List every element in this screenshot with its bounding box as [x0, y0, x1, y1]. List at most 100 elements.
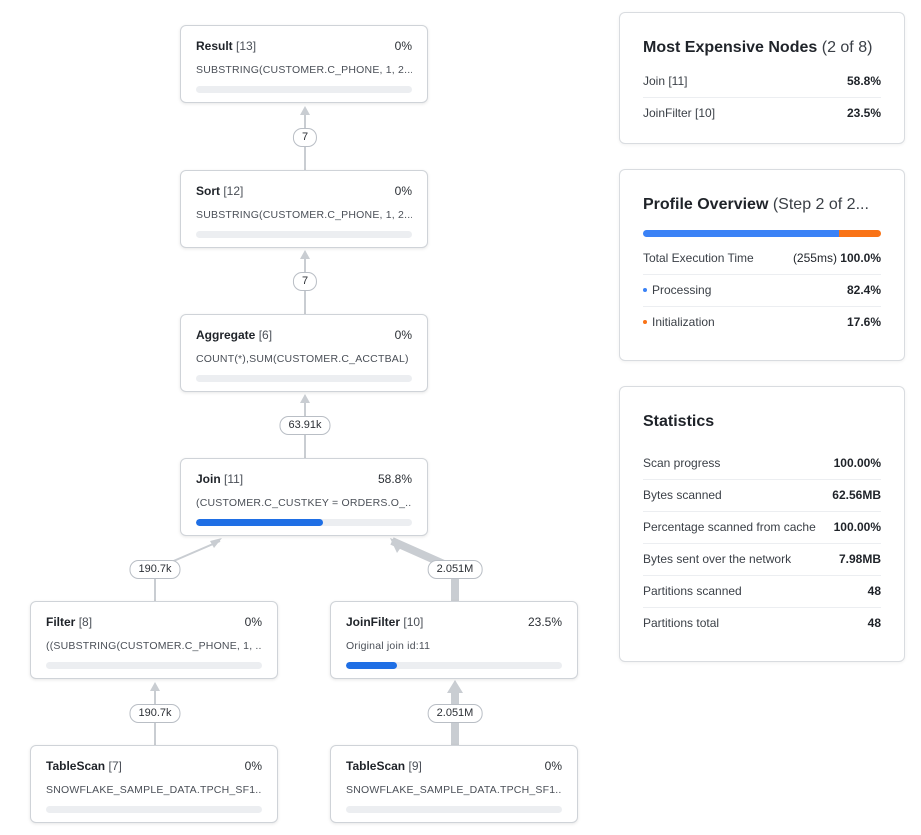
row-label: Bytes sent over the network [643, 552, 792, 566]
node-progress-bar [196, 519, 412, 526]
expensive-node-row[interactable]: Join [11] 58.8% [643, 65, 881, 98]
node-percent: 0% [394, 328, 412, 342]
arrow-head [447, 680, 463, 693]
row-label: Partitions total [643, 616, 720, 630]
node-description: SNOWFLAKE_SAMPLE_DATA.TPCH_SF1... [46, 784, 262, 796]
node-tablescan-7[interactable]: TableScan [7] 0% SNOWFLAKE_SAMPLE_DATA.TP… [30, 745, 278, 823]
node-joinfilter[interactable]: JoinFilter [10]23.5% Original join id:11 [330, 601, 578, 679]
node-description: SUBSTRING(CUSTOMER.C_PHONE, 1, 2... [196, 209, 412, 221]
processing-row: Processing 82.4% [643, 274, 881, 307]
row-value: 48 [867, 616, 881, 630]
node-percent: 0% [244, 759, 262, 773]
node-name: Result [196, 39, 233, 53]
node-sort[interactable]: Sort [12] 0% SUBSTRING(CUSTOMER.C_PHONE, … [180, 170, 428, 248]
node-description: COUNT(*),SUM(CUSTOMER.C_ACCTBAL) [196, 353, 409, 365]
node-name: TableScan [46, 759, 106, 773]
row-label: Initialization [652, 315, 715, 329]
row-label: Partitions scanned [643, 584, 742, 598]
arrow-head [300, 106, 310, 115]
node-tablescan-9[interactable]: TableScan [9] 0% SNOWFLAKE_SAMPLE_DATA.TP… [330, 745, 578, 823]
node-name: Join [196, 472, 221, 486]
statistic-row: Partitions total 48 [643, 607, 881, 639]
panel-title: Most Expensive Nodes (2 of 8) [643, 39, 872, 57]
node-aggregate[interactable]: Aggregate [6]0% COUNT(*),SUM(CUSTOMER.C_… [180, 314, 428, 392]
node-percent: 0% [244, 615, 262, 629]
initialization-legend-dot [643, 319, 647, 324]
statistic-row: Partitions scanned 48 [643, 575, 881, 608]
node-id: [7] [108, 759, 122, 773]
node-name: Aggregate [196, 328, 256, 342]
node-id: [11] [224, 472, 244, 486]
most-expensive-nodes-panel: Most Expensive Nodes (2 of 8) Join [11] 5… [619, 12, 905, 144]
row-value: 58.8% [846, 74, 881, 88]
node-description: SNOWFLAKE_SAMPLE_DATA.TPCH_SF1... [346, 784, 562, 796]
node-percent: 0% [544, 759, 562, 773]
arrow-head [300, 394, 310, 403]
row-value: 100.00% [833, 520, 881, 534]
execution-time-bar [643, 230, 881, 237]
processing-legend-dot [643, 287, 647, 292]
node-name: JoinFilter [346, 615, 401, 629]
panel-title: Statistics [643, 413, 714, 431]
node-progress-bar [46, 806, 262, 813]
node-id: [9] [408, 759, 422, 773]
node-id: [13] [236, 39, 257, 53]
statistic-row: Percentage scanned from cache 100.00% [643, 511, 881, 544]
row-value: 7.98MB [838, 552, 881, 566]
row-value: 17.6% [846, 315, 881, 329]
arrow-head [300, 250, 310, 259]
row-value: 82.4% [846, 283, 881, 297]
edge-rows-label: 2.051M [427, 704, 483, 723]
node-progress-bar [196, 231, 412, 238]
row-label: Percentage scanned from cache [643, 520, 816, 534]
arrow-head [150, 682, 160, 691]
node-result[interactable]: Result [13]0% SUBSTRING(CUSTOMER.C_PHONE… [180, 25, 428, 103]
arrow-head [390, 538, 404, 553]
node-percent: 0% [394, 39, 412, 53]
node-id: [8] [78, 615, 93, 629]
edge-rows-label: 190.7k [129, 704, 181, 723]
initialization-segment [839, 230, 881, 237]
node-progress-fill [346, 662, 397, 669]
node-progress-bar [196, 86, 412, 93]
node-percent: 0% [394, 184, 412, 198]
node-progress-bar [196, 375, 412, 382]
arrow-head [210, 538, 222, 548]
query-profile-graph: Result [13] 0% SUBSTRING(CUSTOMER.C_PHONE… [30, 25, 578, 823]
edge-rows-label: 63.91k [279, 416, 331, 435]
panel-title-text: Profile Overview [643, 196, 769, 213]
node-description: ((SUBSTRING(CUSTOMER.C_PHONE, 1, ... [46, 640, 262, 652]
expensive-node-row[interactable]: JoinFilter [10]23.5% [643, 97, 881, 129]
edge-rows-label: 7 [292, 272, 318, 291]
node-name: Sort [196, 184, 220, 198]
panel-subtitle: (2 of 8) [821, 39, 873, 56]
row-value: 100.0% [840, 251, 881, 265]
row-label: JoinFilter [10] [643, 106, 716, 120]
panel-subtitle: (Step 2 of 2... [772, 196, 869, 213]
row-value: 62.56MB [832, 488, 881, 502]
node-description: (CUSTOMER.C_CUSTKEY = ORDERS.O_... [196, 497, 412, 509]
node-id: [12] [223, 184, 244, 198]
row-label: Processing [652, 283, 712, 297]
panel-title: Profile Overview (Step 2 of 2... [643, 196, 869, 214]
node-percent: 23.5% [527, 615, 562, 629]
edge-rows-label: 2.051M [427, 560, 483, 579]
node-progress-bar [346, 806, 562, 813]
node-name: TableScan [346, 759, 406, 773]
node-progress-bar [346, 662, 562, 669]
node-percent: 58.8% [377, 472, 412, 486]
node-progress-fill [196, 519, 323, 526]
edge-rows-label: 190.7k [129, 560, 181, 579]
node-name: Filter [46, 615, 76, 629]
node-join[interactable]: Join [11] 58.8% (CUSTOMER.C_CUSTKEY = ORD… [180, 458, 428, 536]
row-value: 48 [867, 584, 881, 598]
processing-segment [643, 230, 840, 237]
profile-overview-panel: Profile Overview (Step 2 of 2... Total E… [619, 169, 905, 361]
execution-time: (255ms) [792, 251, 837, 265]
total-execution-time-row: Total Execution Time (255ms) 100.0% [643, 242, 881, 275]
node-filter[interactable]: Filter [8] 0% ((SUBSTRING(CUSTOMER.C_PHON… [30, 601, 278, 679]
row-label: Join [11] [643, 74, 688, 88]
